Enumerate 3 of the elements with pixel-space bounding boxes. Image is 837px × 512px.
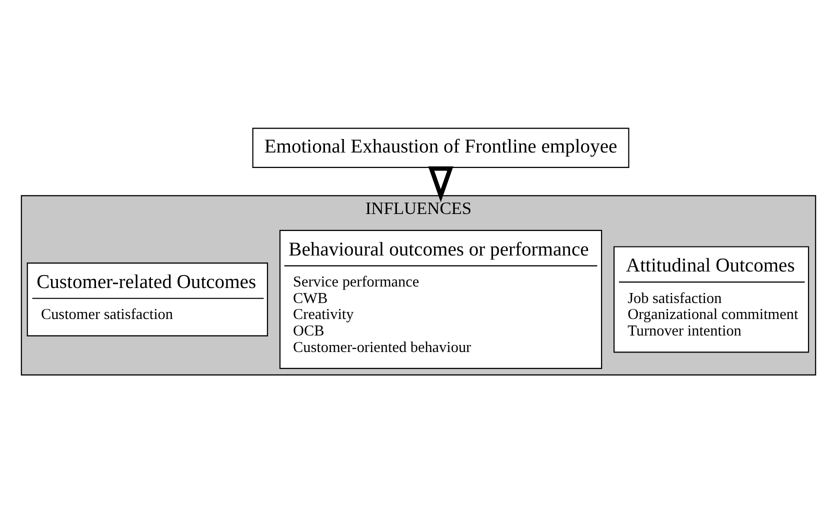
node-box: Attitudinal Outcomes Job satisfaction Organizational commitment Turnover intention: [614, 246, 810, 353]
node-box: Behavioural outcomes or performance Service performance CWB Creativity OCB Customer-oriented behaviour: [279, 230, 602, 369]
node-box: Customer-related Outcomes Customer satisfaction: [26, 262, 268, 336]
